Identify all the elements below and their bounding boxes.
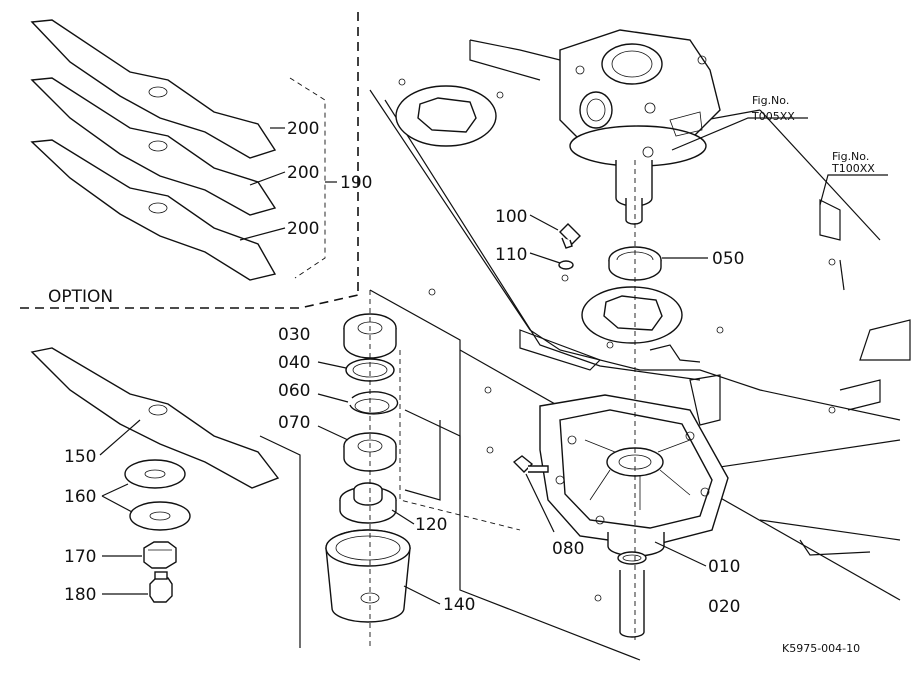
label-140: 140: [443, 595, 475, 615]
gasket-plate-mid: [581, 286, 683, 344]
fig-ref-t005xx: Fig.No. T005XX: [671, 94, 808, 151]
label-120: 120: [415, 515, 447, 535]
option-blade-2: [30, 77, 277, 216]
label-200-c: 200: [287, 219, 319, 239]
gasket-plate-top: [395, 85, 497, 147]
shaft-020: [617, 551, 647, 638]
label-010: 010: [708, 557, 740, 577]
drawing-code: K5975-004-10: [782, 642, 860, 655]
label-150: 150: [64, 447, 96, 467]
circlip-060: [317, 391, 399, 415]
option-label: OPTION: [48, 287, 113, 307]
label-060: 060: [278, 381, 310, 401]
grease-fitting-100: [529, 214, 581, 249]
fig-ref-1-title: Fig.No.: [752, 94, 789, 107]
label-160: 160: [64, 487, 96, 507]
leader-160: [101, 483, 133, 513]
label-040: 040: [278, 353, 310, 373]
label-100: 100: [495, 207, 527, 227]
option-blade-1: [30, 19, 277, 159]
spindle-housing-010: [539, 394, 729, 567]
fig-ref-2-title: Fig.No.: [832, 150, 869, 163]
bolt-180: [102, 571, 173, 603]
option-boundary: [20, 12, 359, 309]
washer-110: [529, 252, 574, 270]
oil-seal-050: [608, 246, 708, 281]
bearing-030: [343, 313, 397, 359]
fitting-080: [512, 455, 555, 533]
label-020: 020: [708, 597, 740, 617]
fig-ref-2-id: T100XX: [831, 162, 875, 175]
washer-160-b: [129, 501, 191, 531]
cup-140: [325, 529, 441, 623]
blade-150: [30, 347, 280, 489]
bracket-190: [239, 77, 337, 279]
gearbox: [559, 29, 721, 225]
option-blade-3: [30, 139, 277, 281]
label-080: 080: [552, 539, 584, 559]
label-190: 190: [340, 173, 372, 193]
fig-ref-1-id: T005XX: [751, 110, 795, 123]
washer-160-a: [124, 459, 186, 489]
label-200-b: 200: [287, 163, 319, 183]
label-050: 050: [712, 249, 744, 269]
bearing-070: [317, 425, 397, 472]
ring-040: [317, 358, 395, 382]
label-070: 070: [278, 413, 310, 433]
label-030: 030: [278, 325, 310, 345]
hub-120: [339, 482, 415, 525]
label-180: 180: [64, 585, 96, 605]
label-110: 110: [495, 245, 527, 265]
fig-ref-t100xx: Fig.No. T100XX: [819, 150, 888, 206]
spindle-housing-plane: [259, 289, 641, 661]
label-200-a: 200: [287, 119, 319, 139]
label-170: 170: [64, 547, 96, 567]
nut-170: [102, 541, 177, 569]
